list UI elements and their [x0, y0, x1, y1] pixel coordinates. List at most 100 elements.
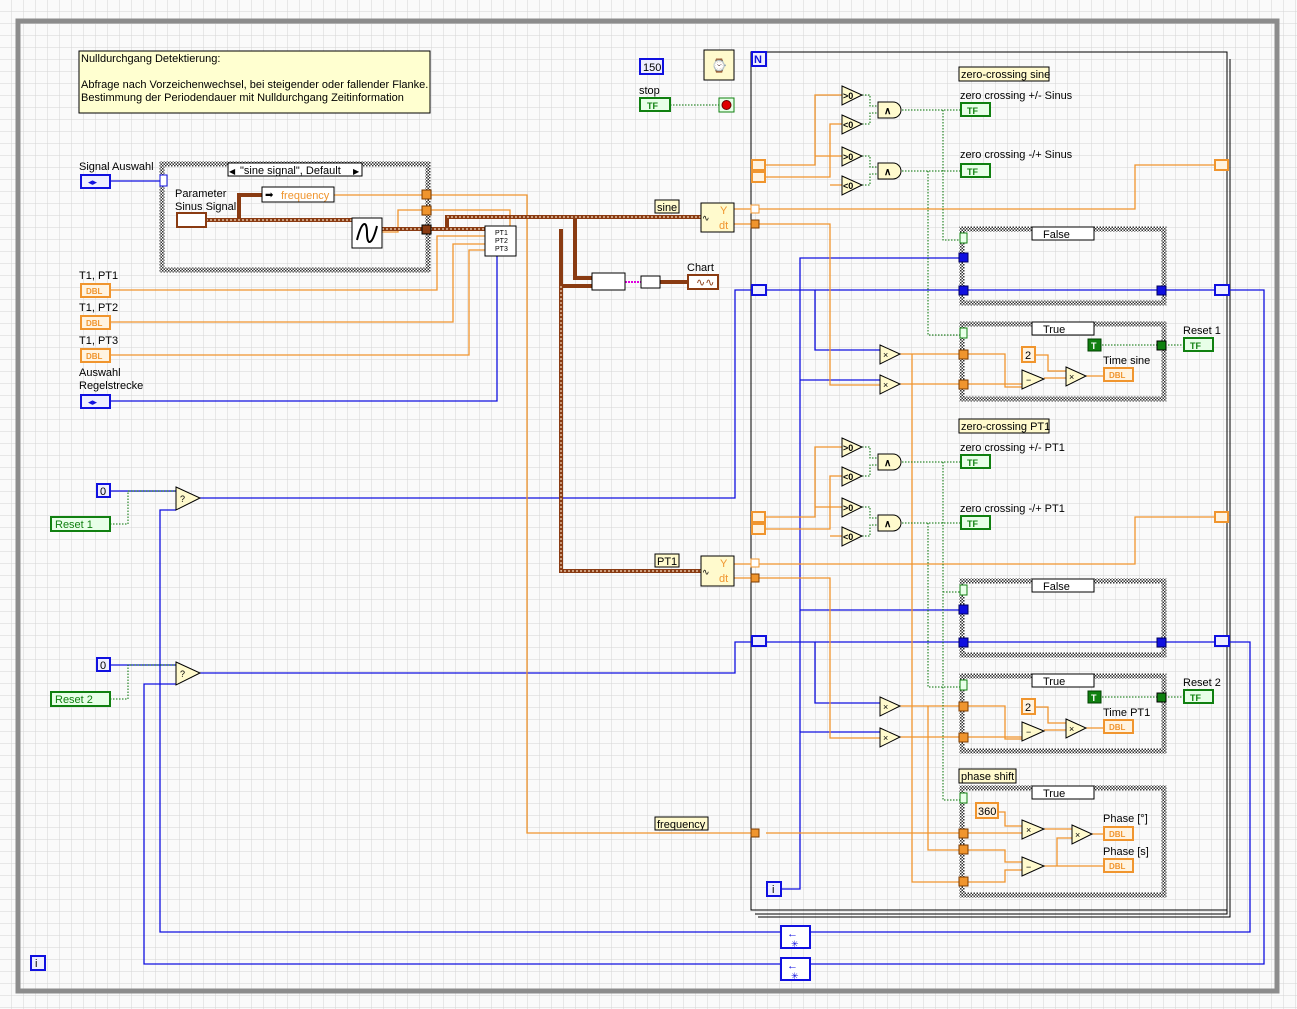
time-pt1-label: Time PT1: [1103, 707, 1150, 719]
t1-pt2-control[interactable]: [80, 315, 111, 330]
shift-register-left: [751, 159, 766, 171]
case-selector-phase[interactable]: [1031, 785, 1095, 800]
case-tunnel: [1156, 285, 1167, 296]
case-selector-false-1[interactable]: [1031, 226, 1095, 241]
t1-pt3-control[interactable]: [80, 348, 111, 363]
reset2-indicator: [1183, 689, 1214, 704]
auswahl-regelstrecke-enum-control[interactable]: [80, 394, 111, 409]
zc-sine-pos-indicator: [960, 102, 991, 117]
svg-text:<0: <0: [843, 181, 853, 191]
case-tunnel: [1156, 340, 1167, 351]
zc-sine-label: zero-crossing sine: [961, 69, 1050, 81]
comment-title: Nulldurchgang Detektierung:: [81, 53, 220, 65]
svg-text:∧: ∧: [884, 106, 891, 117]
case-tunnel: [421, 224, 432, 235]
multiply-symbol: ×: [1075, 830, 1080, 840]
case-tunnel: [421, 205, 432, 216]
case-tunnel: [958, 876, 969, 887]
case-tunnel: [958, 844, 969, 855]
multiply-symbol: ×: [1069, 724, 1074, 734]
param-sinus-control[interactable]: [176, 212, 207, 228]
array-tunnel: [750, 558, 760, 568]
chart-label: Chart: [687, 262, 714, 274]
const-two[interactable]: [1021, 698, 1036, 715]
t1-pt2-label: T1, PT2: [79, 302, 118, 314]
frequency-label-box: [654, 816, 709, 831]
case-true-label: True: [1043, 788, 1065, 800]
svg-text:>0: >0: [843, 443, 853, 453]
auswahl-regelstrecke-label-2: Regelstrecke: [79, 380, 143, 392]
next-case-icon[interactable]: ▶: [353, 167, 360, 176]
signal-auswahl-label: Signal Auswahl: [79, 161, 154, 173]
chart-icon: ∿∿: [696, 277, 714, 289]
stop-type: TF: [647, 101, 658, 111]
reset2-control[interactable]: [50, 691, 111, 707]
case-selector-false-2[interactable]: [1031, 578, 1095, 593]
phase-shift-label: phase shift: [961, 771, 1014, 783]
multiply-symbol: ×: [1069, 372, 1074, 382]
stop-sign-icon: [721, 100, 732, 110]
greater-than-zero-node: [841, 85, 864, 106]
case-tunnel: [958, 828, 969, 839]
loop-tunnel: [750, 573, 760, 583]
time-sine-indicator: [1103, 367, 1134, 382]
true-constant[interactable]: [1087, 338, 1102, 352]
type-label: TF: [967, 106, 978, 116]
while-iteration-terminal: [30, 955, 46, 971]
const-360[interactable]: [975, 802, 999, 819]
greater-than-zero-node: [841, 146, 864, 167]
case-selector-terminal: [959, 792, 968, 804]
shift-register-left: [751, 511, 766, 523]
true-constant[interactable]: [1087, 690, 1102, 704]
zc-pt1-label-box: [958, 418, 1050, 434]
shift-register-left: [751, 284, 767, 296]
zero-constant-1[interactable]: [96, 483, 111, 498]
reset1-control[interactable]: [50, 516, 111, 532]
loop-count-label: N: [754, 54, 762, 66]
case-true-label: True: [1043, 676, 1065, 688]
phase-shift-label-box: [958, 768, 1017, 784]
loop-count-terminal: [751, 51, 767, 67]
and-node: [877, 453, 902, 471]
t1-pt1-control[interactable]: [80, 283, 111, 298]
shift-register-right: [1214, 159, 1229, 171]
case-selector-true-2[interactable]: [1031, 673, 1095, 688]
shift-register-right: [1214, 284, 1230, 296]
signal-case-selector[interactable]: [227, 162, 363, 177]
zc-pt1-pos-label: zero crossing +/- PT1: [960, 442, 1065, 454]
arrow-left-icon: ←: [787, 960, 798, 972]
shift-register-left: [751, 635, 767, 647]
pt1-label: PT1: [657, 556, 677, 568]
comment-line1: Abfrage nach Vorzeichenwechsel, bei stei…: [81, 79, 428, 91]
const-two[interactable]: [1021, 346, 1036, 363]
zero-constant-2[interactable]: [96, 657, 111, 672]
zero-constant-1-value: 0: [100, 486, 106, 498]
case-selector-true-1[interactable]: [1031, 321, 1095, 336]
case-tunnel: [958, 701, 969, 712]
waveform-icon: ∿: [702, 567, 710, 577]
sine-get-waveform-components: [700, 202, 735, 233]
svg-text:<0: <0: [843, 532, 853, 542]
greater-than-zero-node: [841, 437, 864, 458]
type-label: TF: [967, 167, 978, 177]
arrow-right-icon: ➡: [265, 190, 274, 201]
stop-button-control[interactable]: [639, 97, 671, 112]
enum-arrows-icon: ◂▸: [88, 397, 98, 407]
less-than-zero-node: [841, 526, 864, 547]
prev-case-icon[interactable]: ◀: [229, 167, 236, 176]
zc-sine-label-box: [958, 66, 1050, 82]
signal-auswahl-enum-control[interactable]: [80, 174, 111, 189]
type-label: DBL: [1109, 830, 1126, 839]
multiply-symbol: ×: [883, 733, 888, 743]
enum-arrows-icon: ◂▸: [88, 177, 98, 187]
wait-ms-constant[interactable]: [639, 58, 664, 75]
multiply-symbol: ×: [883, 350, 888, 360]
case-tunnel: [958, 604, 969, 615]
select-1-symbol: ?: [180, 494, 185, 504]
zc-pt1-neg-label: zero crossing -/+ PT1: [960, 503, 1065, 515]
case-tunnel: [1156, 637, 1167, 648]
true-constant-value: T: [1091, 693, 1097, 703]
zc-pt1-neg-indicator: [960, 515, 991, 530]
sine-dt-label: dt: [719, 220, 728, 232]
pt-selector-node: [484, 225, 517, 257]
